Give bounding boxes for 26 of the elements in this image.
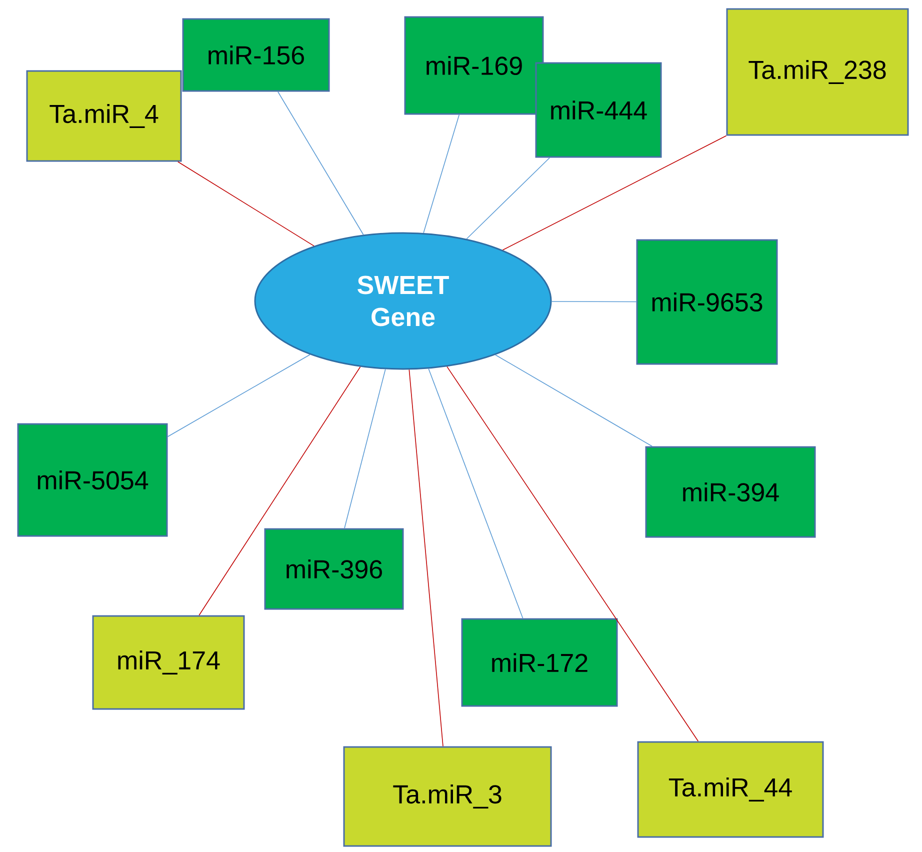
connector-line xyxy=(495,354,652,447)
connector-line xyxy=(446,366,699,742)
mirna-box: miR-9653 xyxy=(636,239,778,365)
connector-line xyxy=(198,366,361,616)
mirna-box: miR_174 xyxy=(92,615,245,710)
connector-line xyxy=(428,368,524,619)
mirna-box: miR-5054 xyxy=(17,423,168,537)
mirna-box: miR-444 xyxy=(535,62,662,158)
connector-line xyxy=(344,368,386,529)
mirna-box: miR-396 xyxy=(264,528,404,610)
connector-line xyxy=(551,301,637,302)
connector-line xyxy=(408,369,444,747)
mirna-box: Ta.miR_3 xyxy=(343,746,552,847)
mirna-box: Ta.miR_4 xyxy=(26,70,182,162)
connector-line xyxy=(466,157,550,240)
mirna-box: miR-394 xyxy=(645,446,816,538)
mirna-box: miR-169 xyxy=(404,16,544,115)
mirna-box: Ta.miR_238 xyxy=(726,8,909,136)
connector-line xyxy=(167,354,310,438)
mirna-box: miR-156 xyxy=(182,18,330,92)
connector-line xyxy=(502,135,727,250)
connector-line xyxy=(423,114,460,234)
mirna-box: Ta.miR_44 xyxy=(637,741,824,838)
mirna-box: miR-172 xyxy=(461,618,618,707)
connector-line xyxy=(278,91,364,236)
connector-line xyxy=(178,161,314,246)
